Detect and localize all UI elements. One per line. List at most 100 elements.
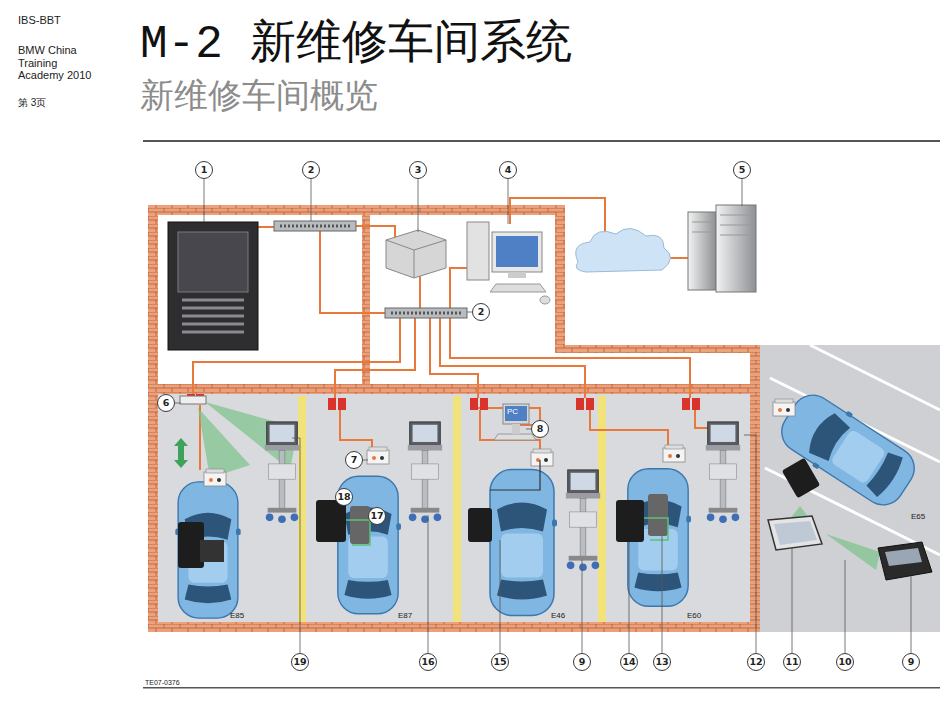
pc-label: PC [507,407,518,416]
leader-lines-part [500,540,501,653]
callout-number: 5 [739,165,746,175]
lift-arrow-part [174,438,188,468]
network-cables-part [450,268,468,308]
server-rack-part [178,232,248,292]
central-server-part [692,215,752,235]
rule-lines [143,140,940,689]
car-model: E65 [911,512,925,521]
printer-part [386,240,446,250]
network-switch-part [274,221,356,231]
test-devices-part [346,520,370,545]
wall-sockets-part [470,398,478,410]
floor-part [765,345,940,555]
mobile-devices-part [774,521,817,545]
car-model: E46 [551,611,565,620]
network-cables-part [419,276,421,308]
callout-circle: 4 [499,161,517,179]
header-code: IBS-BBT [18,14,61,27]
leader-lines [175,179,911,653]
callout-circle: 9 [902,653,920,671]
car-model: E87 [398,611,412,620]
figure-code: TE07-0376 [145,679,180,687]
network-cables-part [335,318,415,398]
callout-number: 10 [838,657,851,667]
callout-circle: 5 [733,161,751,179]
callout-circle: 9 [573,653,591,671]
rule-lines-part [143,687,940,689]
test-devices-part [648,494,668,536]
callout-circle: 13 [653,653,671,671]
icom-boxes-part [663,445,685,462]
mobile-devices [768,516,932,580]
callout-circle: 15 [491,653,509,671]
callout-number: 12 [749,657,762,667]
car-model: E85 [230,611,244,620]
wall-sockets-part [682,398,690,410]
callout-circle: 2 [302,161,320,179]
cars-part [487,470,557,616]
callout-number: 15 [493,657,506,667]
workstation-pc-part [490,284,546,292]
diagnosis-carts-part [408,422,442,523]
leader-lines-part [175,403,181,404]
network-switch-part [280,225,350,228]
icom-boxes-part [531,449,553,466]
server-rack [168,222,258,350]
server-rack-part [168,222,258,350]
callout-number: 8 [537,424,544,434]
central-server [688,205,756,292]
wall-sockets-part [692,398,700,410]
leader-lines-part [845,560,846,653]
brick-walls-part [555,345,760,353]
workstation-pc-part [496,236,538,267]
test-devices [178,458,820,568]
lift-arrow [174,438,188,468]
callout-number: 6 [163,398,170,408]
office-pc-part [494,434,536,440]
leader-lines-part [629,542,630,653]
printer [386,230,446,278]
callout-number: 19 [293,657,306,667]
wall-sockets-part [576,398,584,410]
brick-walls-part [148,622,760,632]
access-point-part [180,396,206,404]
network-cables-part [668,257,690,259]
wlan-signal-part [826,534,880,570]
callout-number: 1 [201,165,208,175]
callout-circle: 19 [291,653,309,671]
wall-sockets [187,394,700,410]
access-point [180,396,206,404]
diagnosis-carts-part [706,422,740,523]
test-devices-part [468,508,492,542]
brick-walls-part [148,205,158,632]
leader-lines-part [363,460,368,461]
leader-lines-part [204,179,205,222]
network-switch-part [391,312,461,315]
rule-lines-part [143,140,940,142]
wall-sockets-part [328,398,336,410]
floor-part [298,396,306,622]
callout-number: 13 [655,657,668,667]
leader-lines-part [744,435,756,653]
test-devices-part [200,540,224,562]
network-switch [274,221,467,318]
callout-circle: 18 [335,488,353,506]
diagnosis-carts [265,422,740,571]
cars-part [175,482,240,618]
floor-part [158,394,750,622]
callout-number: 7 [351,455,358,465]
test-devices-part [350,506,370,544]
callout-number: 9 [579,657,586,667]
cars-part [772,385,923,515]
leader-lines-part [292,438,300,653]
office-pc-part [503,404,529,424]
cars-part-part [772,385,923,515]
cars [175,385,923,618]
callout-circle: 14 [620,653,638,671]
icom-boxes [204,399,795,486]
callout-number: 4 [505,165,512,175]
car-model: E60 [687,611,701,620]
server-rack-part [182,300,244,332]
callout-circle: 1 [195,161,213,179]
callout-number: 11 [785,657,798,667]
